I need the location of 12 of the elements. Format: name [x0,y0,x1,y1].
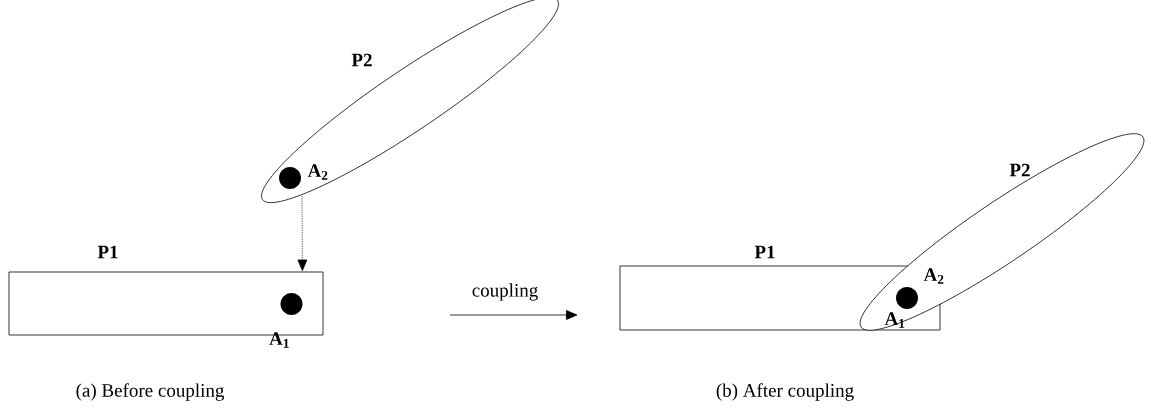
arrow-label: coupling [472,283,538,301]
point-label: A$_{1}$ [269,332,289,348]
shape-label: P1 [754,245,775,259]
caption: (b) After coupling [716,383,854,401]
point-label: A$_{2}$ [307,164,328,180]
shape-label: P1 [97,245,118,259]
point-label: A$_{1}$ [884,312,905,328]
shape-label: P2 [1009,163,1030,177]
shape-label: P2 [351,53,372,67]
caption: (a) Before coupling [76,383,225,401]
point-label: A$_{2}$ [923,268,944,284]
arrow [297,195,308,271]
